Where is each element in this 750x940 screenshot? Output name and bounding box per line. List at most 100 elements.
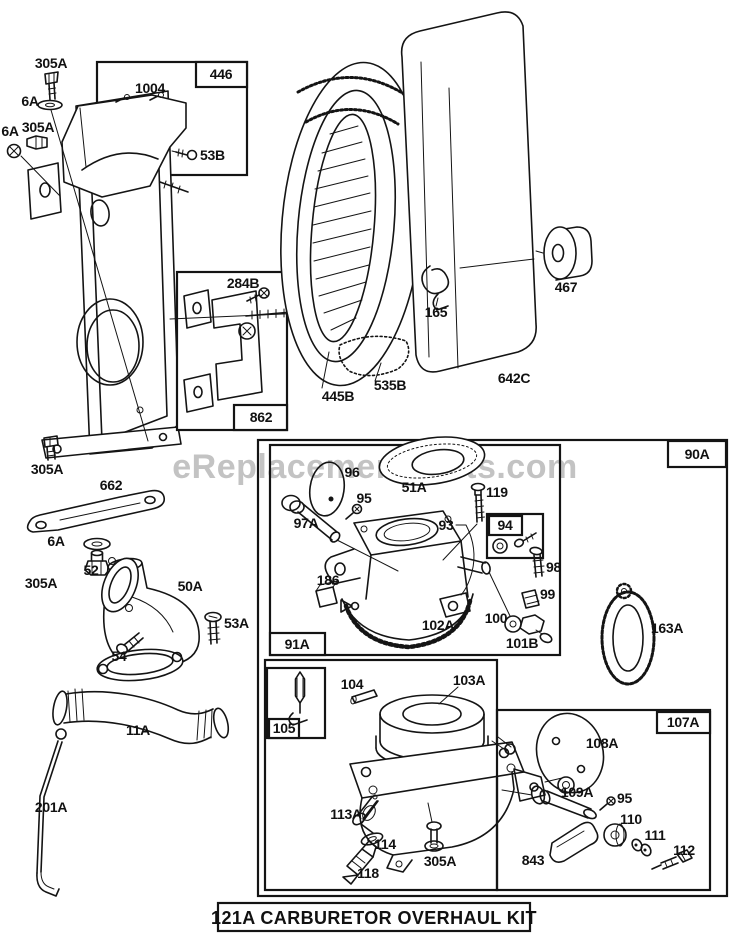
needle-113a-drawing xyxy=(352,794,378,826)
callout-97a: 97A xyxy=(294,515,319,531)
callout-305a-top: 305A xyxy=(35,55,67,71)
plug-118-drawing xyxy=(342,840,377,885)
washer-6a-mid-drawing xyxy=(83,537,111,551)
callout-100: 100 xyxy=(485,610,508,626)
callout-108a: 108A xyxy=(586,735,618,751)
callout-104: 104 xyxy=(341,676,364,692)
callout-93: 93 xyxy=(439,517,454,533)
shaft-97a-drawing xyxy=(281,494,399,572)
screw-54-drawing xyxy=(116,632,144,655)
callout-98: 98 xyxy=(546,559,561,575)
callout-467: 467 xyxy=(555,279,578,295)
bolt-305a-plate-drawing xyxy=(43,435,59,461)
callout-6a-mid: 6A xyxy=(47,533,64,549)
callout-662: 662 xyxy=(100,477,123,493)
callout-114: 114 xyxy=(374,836,396,852)
callout-1004: 1004 xyxy=(135,80,165,96)
box-105-drawing xyxy=(265,666,327,740)
callout-51a: 51A xyxy=(402,479,427,495)
air-filter-drawing xyxy=(280,61,424,389)
callout-96: 96 xyxy=(345,464,360,480)
gasket-52-drawing xyxy=(101,557,139,613)
carb-103a-drawing xyxy=(349,686,563,873)
cover-108a-drawing xyxy=(535,712,605,794)
fitting-100-101b-drawing xyxy=(504,614,553,644)
callout-labels: 305A 6A 6A 305A 1004 446 53B 305A 284B 8… xyxy=(1,55,710,928)
callout-305a-left: 305A xyxy=(22,119,54,135)
air-cover-642c-drawing xyxy=(400,11,537,373)
callout-109a: 109A xyxy=(561,784,593,800)
bolt-305a-top-drawing xyxy=(44,71,59,101)
nut-305a-left-drawing xyxy=(6,135,61,197)
box-label-862: 862 xyxy=(250,409,273,425)
callout-445b: 445B xyxy=(322,388,354,404)
callout-163a: 163A xyxy=(651,620,683,636)
washer-110-drawing xyxy=(603,823,627,847)
clip-165-drawing xyxy=(421,265,450,311)
shaft-109a-drawing xyxy=(530,785,597,820)
callout-201a: 201A xyxy=(35,799,67,815)
callout-165: 165 xyxy=(425,304,448,320)
pin-104-drawing xyxy=(350,689,378,705)
callout-95-lower: 95 xyxy=(617,790,632,806)
rod-201a-drawing xyxy=(36,728,67,897)
callout-99: 99 xyxy=(540,586,555,602)
callout-111: 111 xyxy=(645,827,666,843)
screw-98-drawing xyxy=(529,546,545,578)
callout-101b: 101B xyxy=(506,635,538,651)
callout-box-107a xyxy=(495,708,712,892)
screw-95-upper-drawing xyxy=(345,503,363,520)
needle-112-drawing xyxy=(651,849,693,870)
callout-119: 119 xyxy=(486,484,508,500)
seals-111-drawing xyxy=(631,838,652,857)
link-662-drawing xyxy=(26,489,166,533)
callout-103a: 103A xyxy=(453,672,485,688)
box-label-105: 105 xyxy=(273,720,296,736)
box-label-91a: 91A xyxy=(285,636,310,652)
kit-banner-box xyxy=(216,901,532,933)
callout-642c: 642C xyxy=(498,370,530,386)
box-94-drawing xyxy=(485,512,545,560)
bracket-1004-drawing xyxy=(61,92,187,198)
watermark: eReplacementParts.com xyxy=(172,448,578,486)
callout-305a-carb: 305A xyxy=(424,853,456,869)
choke-186-drawing xyxy=(315,580,360,613)
kit-banner-label: 121A CARBURETOR OVERHAUL KIT xyxy=(211,908,537,928)
bolt-305a-carb-drawing xyxy=(424,821,444,852)
callout-118: 118 xyxy=(357,865,379,881)
box-label-94: 94 xyxy=(498,517,513,533)
callout-53b: 53B xyxy=(200,147,225,163)
callout-535b: 535B xyxy=(374,377,406,393)
callout-11a: 11A xyxy=(126,722,150,738)
screw-53b-drawing xyxy=(171,148,198,161)
box-label-107a: 107A xyxy=(667,714,699,730)
gasket-51a-drawing xyxy=(378,436,486,486)
callout-305a-plate: 305A xyxy=(31,461,63,477)
gasket-163a-drawing xyxy=(600,582,656,686)
callout-186: 186 xyxy=(317,572,340,588)
callout-50a: 50A xyxy=(178,578,203,594)
screw-53a-drawing xyxy=(204,611,222,645)
callout-6a-top: 6A xyxy=(21,93,38,109)
callout-box-90a xyxy=(256,438,729,898)
callout-95-upper: 95 xyxy=(357,490,372,506)
callout-54: 54 xyxy=(112,648,127,664)
box-label-446: 446 xyxy=(210,66,233,82)
callout-6a-left: 6A xyxy=(1,123,18,139)
hose-11a-drawing xyxy=(52,688,230,745)
screw-95-lower-drawing xyxy=(599,796,616,811)
washer-6a-top-drawing xyxy=(37,99,149,442)
box-label-90a: 90A xyxy=(685,446,710,462)
carb-upper-102a-drawing xyxy=(324,510,511,650)
callout-112: 112 xyxy=(673,842,695,858)
callout-305a-mid: 305A xyxy=(25,575,57,591)
washer-114-drawing xyxy=(360,832,384,846)
spacer-99-drawing xyxy=(521,589,540,609)
callout-113a: 113A xyxy=(330,806,362,822)
knob-467-drawing xyxy=(535,226,593,281)
diaphragm-96-drawing xyxy=(308,461,346,517)
callout-110: 110 xyxy=(620,811,642,827)
callout-52: 52 xyxy=(84,562,99,578)
